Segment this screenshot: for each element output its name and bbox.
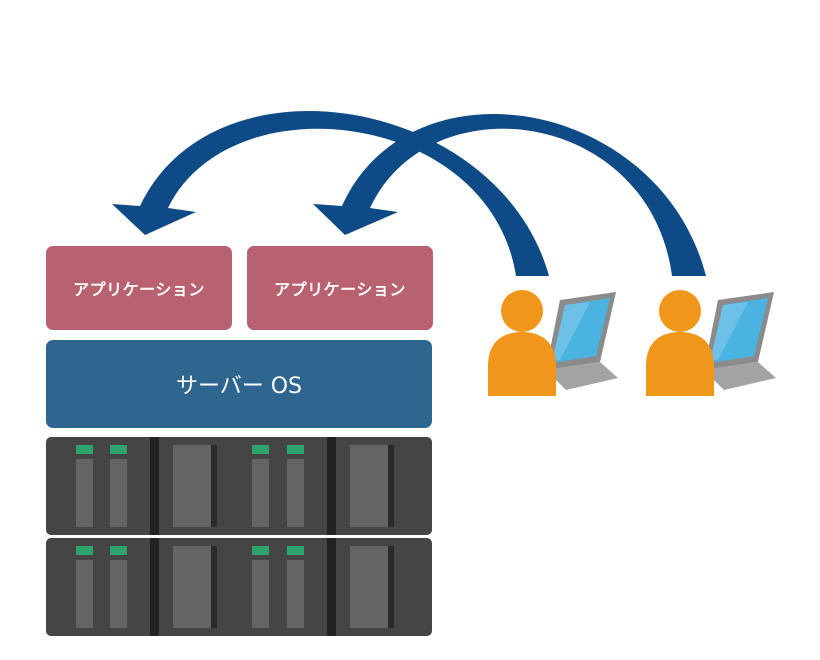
user-icon: [488, 290, 556, 396]
curved-arrow-icon: [313, 114, 706, 276]
curved-arrow-icon: [112, 111, 549, 276]
server-rack-icon: [46, 538, 432, 636]
server-os-label: サーバー OS: [175, 374, 303, 399]
user-with-laptop-1: [488, 290, 618, 396]
user-with-laptop-2: [646, 290, 776, 396]
application-box-1: アプリケーション: [46, 246, 232, 330]
application-label: アプリケーション: [73, 280, 205, 299]
server-rack-icon: [46, 437, 432, 535]
application-box-2: アプリケーション: [247, 246, 433, 330]
application-label: アプリケーション: [274, 280, 406, 299]
user-icon: [646, 290, 714, 396]
laptop-icon: [704, 292, 776, 390]
server-os-box: サーバー OS: [46, 340, 432, 428]
laptop-icon: [546, 292, 618, 390]
